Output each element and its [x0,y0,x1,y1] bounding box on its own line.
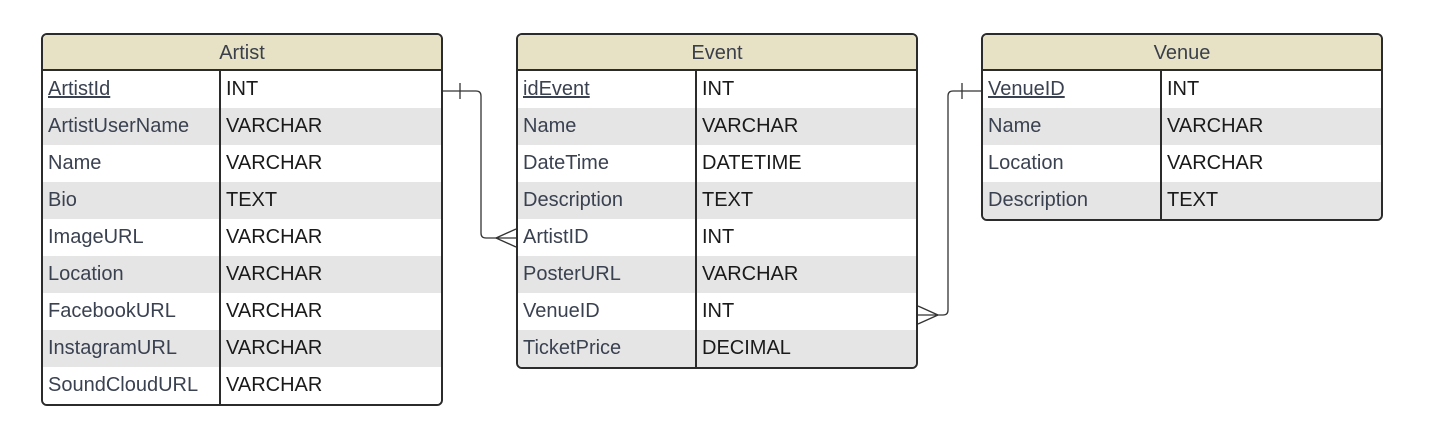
field-type: VARCHAR [226,115,323,137]
field-name: Location [983,145,1162,182]
field-type: VARCHAR [226,337,323,359]
primary-key-name: ArtistId [43,71,221,108]
field-name: SoundCloudURL [43,367,221,404]
field-name: Name [518,108,697,145]
field-name: Description [518,182,697,219]
entity-title: Event [518,35,916,71]
field-name: Name [43,145,221,182]
many-marker [917,305,939,316]
field-type: INT [226,78,259,100]
field-type: VARCHAR [226,263,323,285]
field-type: DATETIME [702,152,802,174]
primary-key-name: VenueID [983,71,1162,108]
field-type: VARCHAR [702,115,799,137]
field-type: VARCHAR [1167,152,1264,174]
primary-key-name: idEvent [518,71,697,108]
field-type: VARCHAR [702,263,799,285]
field-name: FacebookURL [43,293,221,330]
field-name: TicketPrice [518,330,697,367]
field-name: ArtistUserName [43,108,221,145]
many-marker [917,314,939,325]
entity-title: Venue [983,35,1381,71]
relationship-venue-event[interactable] [917,83,981,325]
field-type: TEXT [702,189,754,211]
field-type: DECIMAL [702,337,791,359]
field-type: INT [702,300,735,322]
field-type: VARCHAR [226,374,323,396]
field-type: TEXT [226,189,278,211]
relationship-artist-event[interactable] [443,83,517,248]
field-type: INT [702,78,735,100]
field-name: VenueID [518,293,697,330]
field-name: Location [43,256,221,293]
field-type: VARCHAR [226,226,323,248]
field-name: PosterURL [518,256,697,293]
entity-title: Artist [43,35,441,71]
field-name: Name [983,108,1162,145]
field-type: TEXT [1167,189,1219,211]
field-name: ArtistID [518,219,697,256]
field-type: VARCHAR [1167,115,1264,137]
field-name: Bio [43,182,221,219]
field-name: ImageURL [43,219,221,256]
field-type: INT [1167,78,1200,100]
field-type: INT [702,226,735,248]
field-name: InstagramURL [43,330,221,367]
many-marker [495,237,517,248]
field-type: VARCHAR [226,152,323,174]
field-type: VARCHAR [226,300,323,322]
many-marker [495,228,517,239]
field-name: DateTime [518,145,697,182]
field-name: Description [983,182,1162,219]
